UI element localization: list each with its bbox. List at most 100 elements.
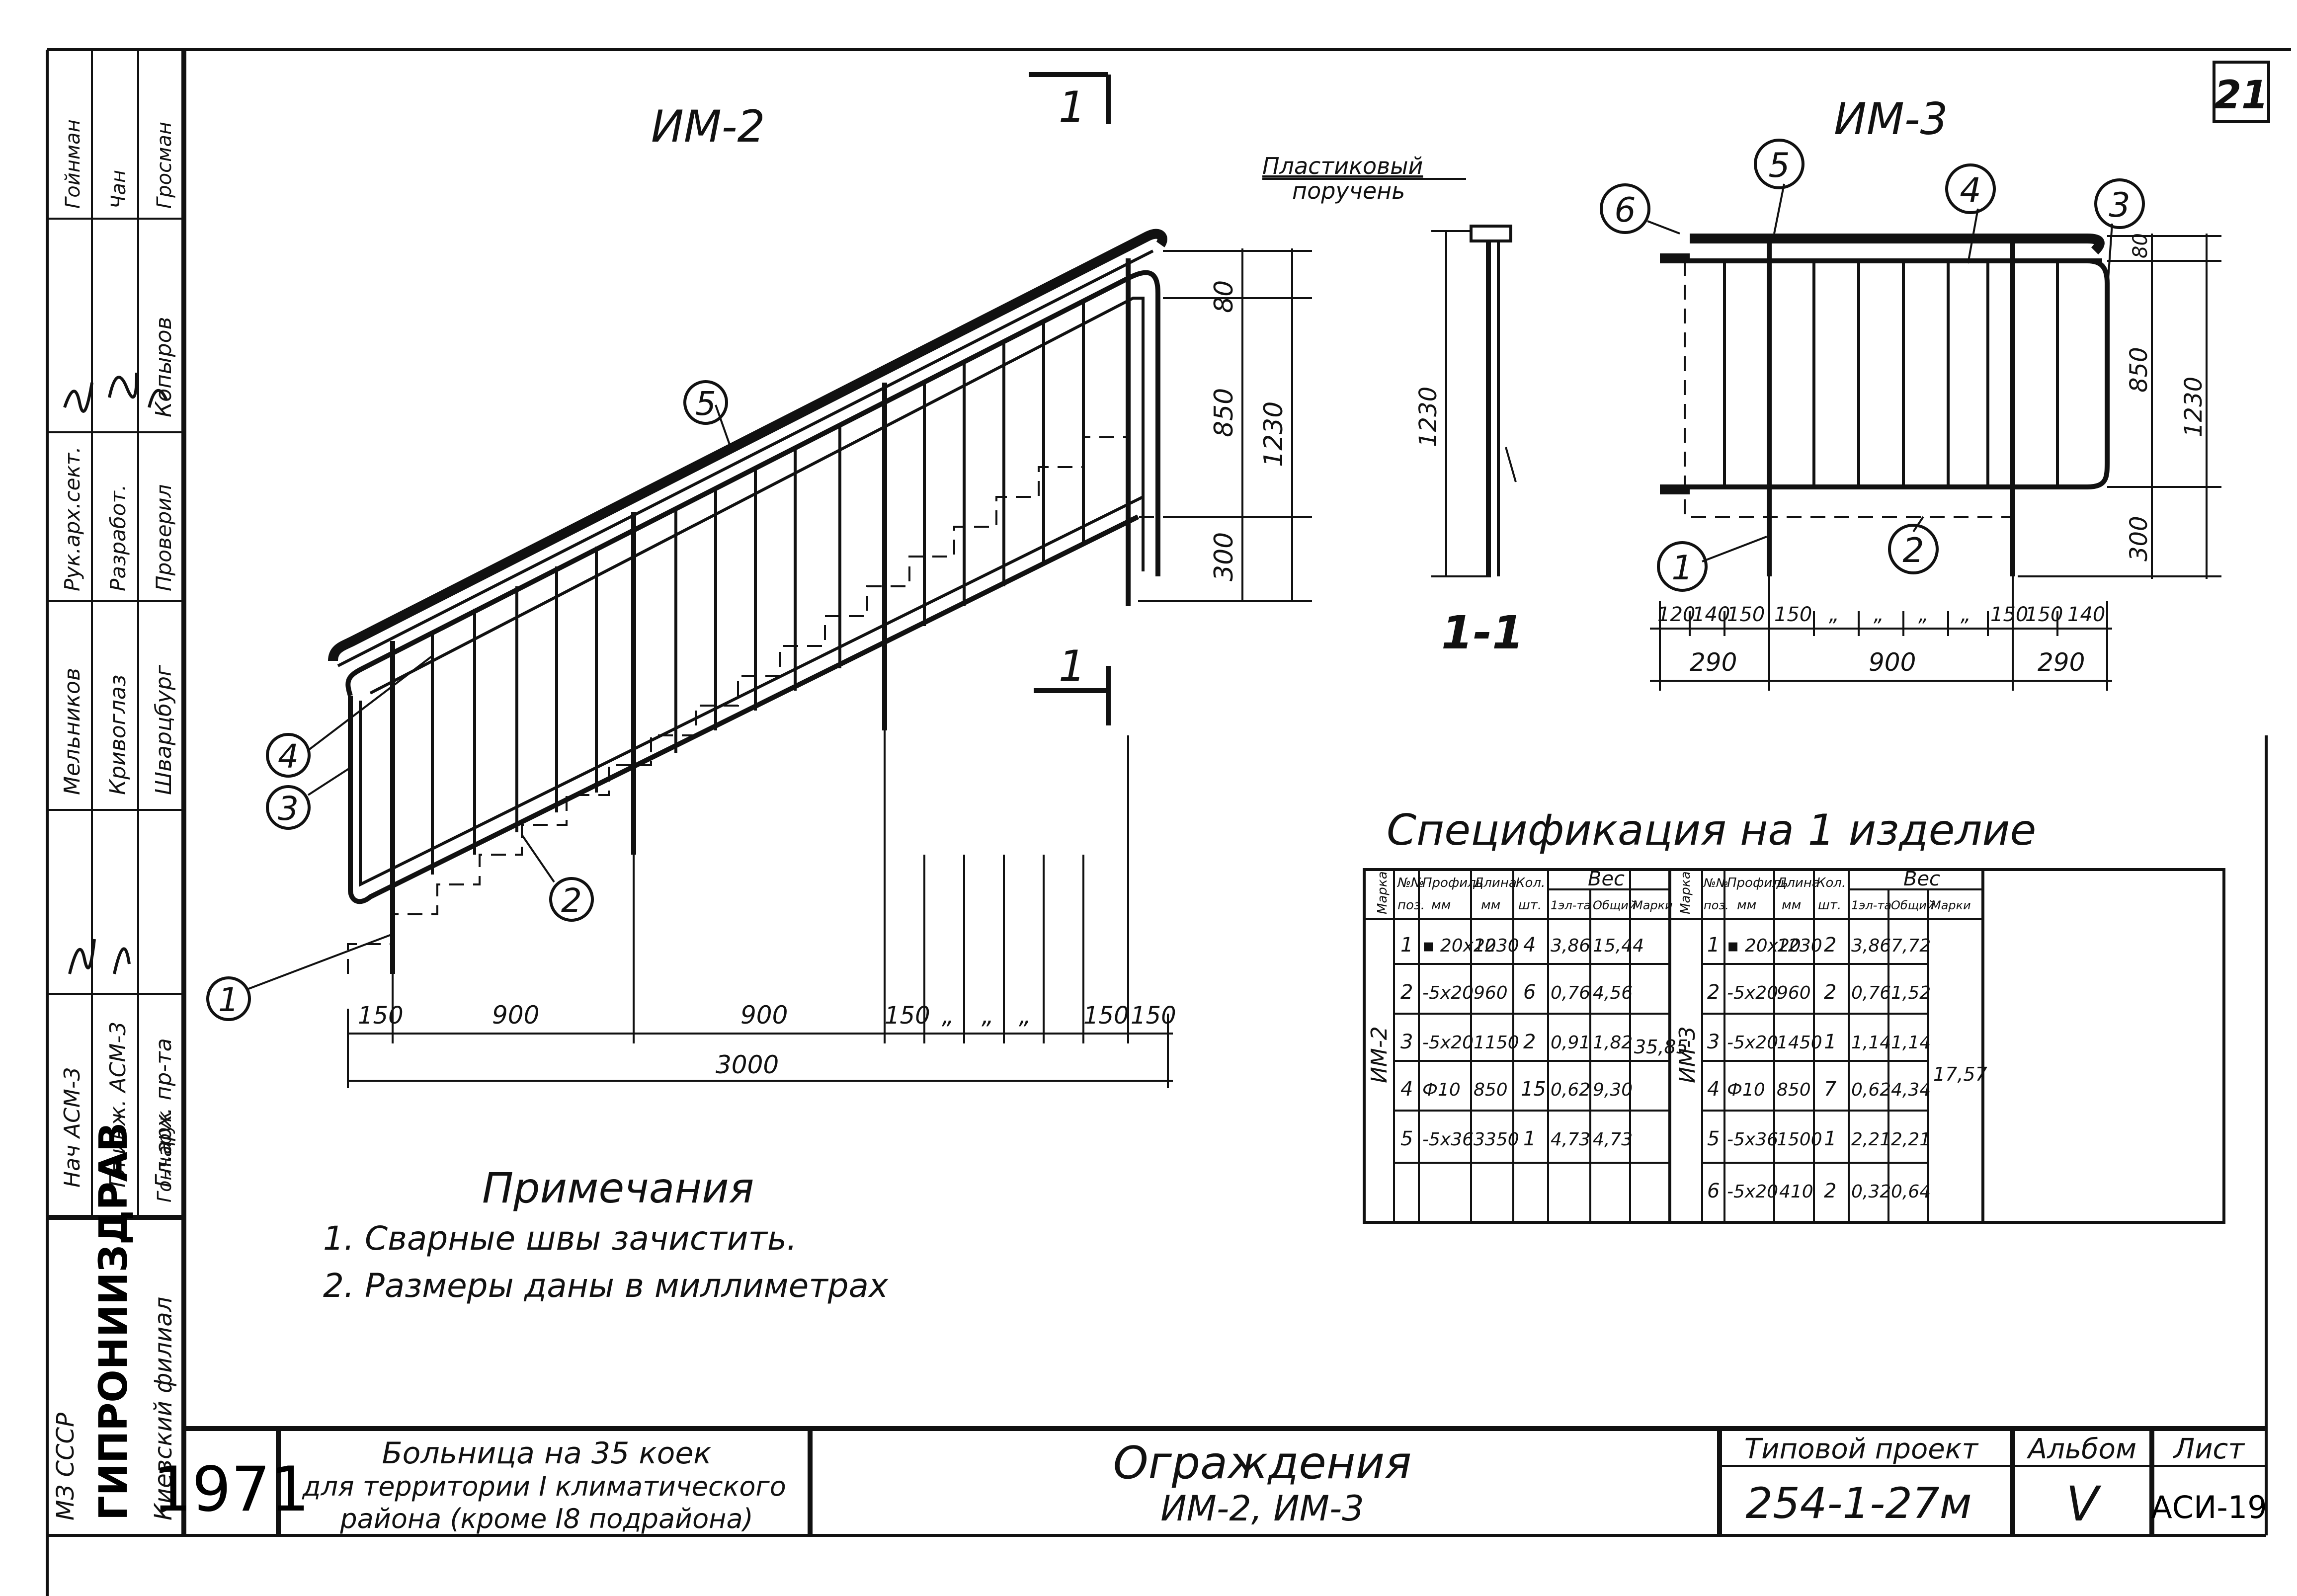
svg-text:0,64: 0,64: [1891, 1182, 1931, 1202]
table-row: 2 -5x20 960 6 0,76 4,56: [1400, 981, 1633, 1004]
svg-text:3,86: 3,86: [1851, 936, 1891, 956]
svg-text:1,82: 1,82: [1593, 1033, 1633, 1053]
svg-text:-5x36: -5x36: [1422, 1129, 1474, 1150]
spec-right-mark: ИМ-3: [1675, 1026, 1700, 1083]
svg-text:1,14: 1,14: [1891, 1033, 1931, 1053]
name-1: Кривоглаз: [105, 675, 131, 795]
callout-4: [266, 733, 311, 778]
sheet-frame: [46, 48, 2291, 1596]
section-title: 1-1: [1441, 606, 1524, 659]
project-number: 254-1-27м: [1745, 1479, 1971, 1528]
frame: [1660, 258, 2110, 489]
svg-text:150: 150: [1131, 1002, 1176, 1030]
svg-text:Ф10: Ф10: [1422, 1080, 1461, 1100]
role-5: Разработ.: [106, 484, 130, 591]
svg-text:2: 2: [1707, 981, 1720, 1004]
svg-text:№№: №№: [1703, 876, 1728, 890]
svg-text:-5x20: -5x20: [1422, 983, 1474, 1003]
signature: [68, 939, 96, 974]
svg-text:850: 850: [1777, 1080, 1811, 1100]
description-line-3: района (кроме I8 подрайона): [339, 1503, 753, 1534]
svg-text:1: 1: [1059, 82, 1086, 132]
callout-5: [683, 380, 728, 425]
notes-title: Примечания: [482, 1164, 754, 1212]
svg-text:▪ 20x20: ▪ 20x20: [1422, 936, 1496, 956]
svg-text:Марки: Марки: [1931, 898, 1971, 912]
svg-text:4,34: 4,34: [1891, 1080, 1931, 1100]
svg-text:Общий: Общий: [1891, 898, 1935, 912]
svg-text:4: 4: [1523, 934, 1536, 957]
svg-text:2: 2: [1400, 981, 1413, 1004]
im3-railing-view: 6 5 4 3 1 2 80 850 1230 300: [1600, 139, 2221, 691]
spec-left-total: 35,85: [1634, 1036, 1688, 1058]
svg-text:„: „: [1918, 603, 1929, 626]
spec-right-total: 17,57: [1933, 1063, 1987, 1085]
svg-text:5: 5: [695, 385, 716, 423]
svg-text:290: 290: [2038, 648, 2085, 677]
handrail: [1690, 234, 2105, 255]
stair-profile: [347, 436, 1168, 974]
album-label: Альбом: [2027, 1433, 2136, 1465]
name-2: Шварцбург: [151, 664, 176, 795]
svg-text:5: 5: [1707, 1127, 1720, 1150]
svg-text:▪ 20x20: ▪ 20x20: [1727, 936, 1801, 956]
note-2: 2. Размеры даны в миллиметрах: [323, 1267, 889, 1305]
svg-text:1: 1: [1400, 934, 1413, 957]
im2-vertical-dims: [1138, 248, 1312, 602]
svg-text:мм: мм: [1737, 898, 1756, 913]
section-1-1-view: Пластиковый поручень 1230 1-1: [1262, 153, 1524, 659]
svg-text:2,21: 2,21: [1851, 1129, 1891, 1150]
svg-text:2,21: 2,21: [1891, 1129, 1931, 1150]
callout-1: [1657, 541, 1708, 592]
svg-text:„: „: [1019, 1002, 1031, 1030]
svg-text:„: „: [1829, 603, 1839, 626]
svg-text:4,73: 4,73: [1551, 1129, 1590, 1150]
year: 1971: [153, 1454, 310, 1525]
sidebar-stamp: Нач АСМ-3 Гл.инж. АСМ-3 Гл.арх. пр-та Ру…: [47, 49, 184, 1520]
role-1: Гл.инж. АСМ-3: [105, 1022, 131, 1188]
table-row: 3 -5x20 1450 1 1,14 1,14: [1707, 1031, 1931, 1053]
svg-text:900: 900: [492, 1001, 539, 1030]
svg-text:80: 80: [1209, 280, 1239, 313]
org-branch: Киевский филиал: [150, 1297, 177, 1520]
svg-text:1: 1: [1523, 1127, 1536, 1150]
svg-text:0,76: 0,76: [1851, 983, 1891, 1003]
svg-text:Кол.: Кол.: [1516, 876, 1545, 890]
svg-text:1500: 1500: [1777, 1129, 1822, 1150]
svg-text:Кол.: Кол.: [1816, 876, 1846, 890]
svg-text:5: 5: [1400, 1127, 1413, 1150]
signature: [108, 372, 138, 399]
svg-text:1: 1: [218, 981, 239, 1019]
svg-text:1450: 1450: [1777, 1033, 1822, 1053]
svg-text:900: 900: [1869, 648, 1916, 677]
svg-text:300: 300: [2125, 516, 2153, 561]
svg-text:поручень: поручень: [1292, 177, 1405, 204]
svg-text:Профиль: Профиль: [1422, 876, 1483, 890]
svg-text:4: 4: [1400, 1078, 1413, 1101]
name-0: Мельников: [60, 668, 85, 795]
svg-text:Вес: Вес: [1903, 868, 1940, 890]
svg-text:1230: 1230: [2180, 377, 2208, 437]
table-row: 3 -5x20 1150 2 0,91 1,82: [1400, 1031, 1633, 1053]
svg-text:1150: 1150: [1474, 1033, 1519, 1053]
svg-text:Марка: Марка: [1678, 871, 1693, 914]
svg-text:мм: мм: [1481, 898, 1500, 913]
section-mark-bottom: 1: [1034, 641, 1111, 725]
svg-text:-5x20: -5x20: [1727, 1182, 1778, 1202]
svg-text:1: 1: [1824, 1127, 1836, 1150]
role-0: Нач АСМ-3: [60, 1067, 85, 1188]
svg-text:3: 3: [2109, 186, 2130, 225]
project-label: Типовой проект: [1744, 1433, 1979, 1465]
svg-text:900: 900: [740, 1001, 788, 1030]
svg-text:„: „: [1961, 603, 1971, 626]
svg-text:960: 960: [1777, 983, 1811, 1003]
album-value: V: [2066, 1476, 2102, 1532]
svg-text:15: 15: [1521, 1078, 1546, 1101]
svg-text:15,44: 15,44: [1593, 936, 1644, 956]
svg-text:„: „: [942, 1002, 954, 1030]
svg-text:850: 850: [1209, 388, 1239, 437]
svg-text:1: 1: [1824, 1031, 1836, 1053]
table-row: 4 Ф10 850 15 0,62 9,30: [1400, 1078, 1633, 1101]
svg-text:1: 1: [1707, 934, 1720, 957]
svg-text:№№: №№: [1396, 876, 1424, 890]
